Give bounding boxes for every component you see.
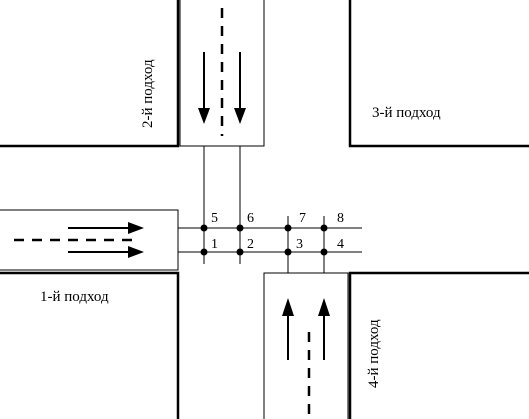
approach-label-1: 1-й подход	[40, 289, 109, 305]
curb-bottom-right	[348, 271, 529, 419]
lane-box-4	[263, 272, 349, 419]
curb-bottom-left	[0, 271, 180, 419]
point-label-6: 6	[247, 211, 254, 226]
point-label-1: 1	[211, 237, 218, 252]
conflict-point-3	[284, 248, 292, 256]
point-label-8: 8	[337, 211, 344, 226]
arrow-up-icon	[282, 298, 294, 316]
lane-box-2	[179, 0, 265, 147]
approach-label-3: 3-й подход	[372, 105, 441, 121]
approach-2-lanes	[179, 0, 265, 147]
point-label-3: 3	[296, 237, 303, 252]
lane-box-1	[0, 209, 179, 271]
approach-label-2: 2-й подход	[140, 59, 156, 128]
conflict-point-4	[320, 248, 328, 256]
arrow-down-icon	[198, 108, 210, 124]
arrow-down-icon	[234, 108, 246, 124]
conflict-point-6	[236, 224, 244, 232]
conflict-point-7	[284, 224, 292, 232]
conflict-point-1	[200, 248, 208, 256]
curb-top-right	[348, 0, 529, 148]
arrow-right-icon	[128, 246, 144, 258]
approach-label-4: 4-й подход	[366, 319, 382, 388]
point-labels: 5 6 7 8 1 2 3 4	[211, 211, 344, 252]
conflict-point-8	[320, 224, 328, 232]
arrow-right-icon	[128, 222, 144, 234]
point-label-5: 5	[211, 211, 218, 226]
point-label-4: 4	[337, 237, 344, 252]
point-label-2: 2	[247, 237, 254, 252]
approach-1-lanes	[0, 209, 179, 271]
conflict-grid	[178, 146, 362, 273]
approach-4-lanes	[263, 272, 349, 419]
point-label-7: 7	[299, 211, 306, 226]
arrow-up-icon	[318, 298, 330, 316]
curb-top-left	[0, 0, 180, 148]
conflict-points	[200, 224, 328, 256]
conflict-point-5	[200, 224, 208, 232]
conflict-point-2	[236, 248, 244, 256]
